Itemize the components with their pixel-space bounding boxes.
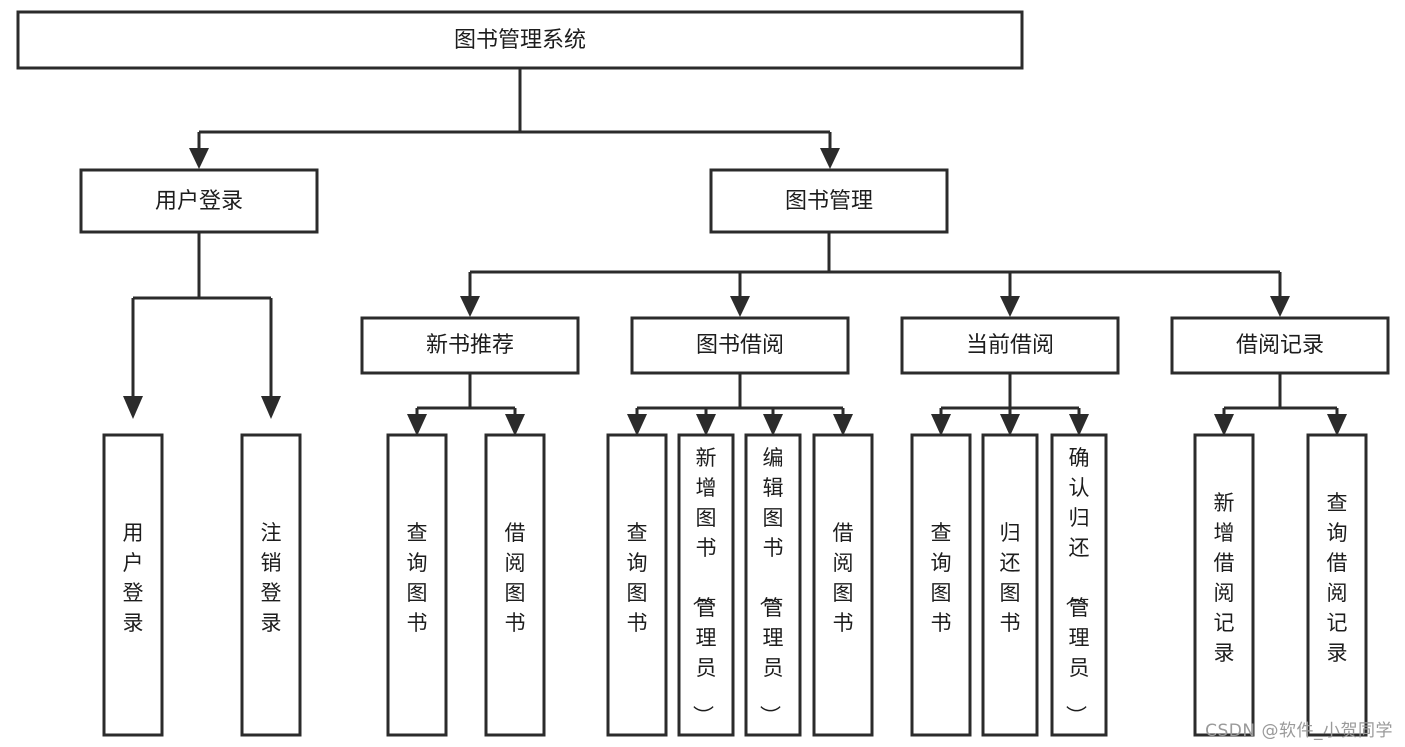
leaf-node-query-book-recommend[interactable]: 查询图书 [386,433,448,737]
node-new-book-recommend[interactable]: 新书推荐 [360,316,580,375]
node-box [79,168,319,234]
node-box [386,433,448,737]
arrow-head-icon [1000,414,1020,436]
connector-user-login-to-leaves [123,233,281,419]
leaf-label: 注销登录 [261,521,282,635]
node-label: 当前借阅 [966,333,1054,358]
leaf-node-add-book-admin[interactable]: 新增图书（管理员） [677,433,735,737]
node-label: 图书管理系统 [454,28,586,53]
leaf-label: 查询图书 [931,521,952,635]
leaf-node-confirm-return-admin[interactable]: 确认归还（管理员） [1050,433,1108,737]
arrow-head-icon [123,396,143,419]
leaf-label: 查询图书 [407,521,428,635]
node-box [1193,433,1255,737]
leaf-node-query-book-current[interactable]: 查询图书 [910,433,972,737]
leaf-node-query-borrow-record[interactable]: 查询借阅记录 [1306,433,1368,737]
leaf-label: 新增图书（管理员） [691,446,717,726]
node-label: 新书推荐 [426,333,514,358]
connector-new-book-to-leaves [407,374,525,436]
node-box [1170,316,1390,375]
leaf-label: 用户登录 [123,521,144,635]
arrow-head-icon [1270,296,1290,317]
leaf-node-borrow-book-recommend[interactable]: 借阅图书 [484,433,546,737]
node-root-book-management-system[interactable]: 图书管理系统 [16,10,1024,70]
leaf-label: 借阅图书 [833,521,854,635]
node-box [1050,433,1108,737]
leaf-label: 确认归还（管理员） [1064,446,1090,726]
arrow-head-icon [1069,414,1089,436]
leaf-label: 新增借阅记录 [1214,491,1235,665]
connector-root-to-level2 [189,69,840,169]
arrow-head-icon [730,296,750,317]
connector-book-borrow-to-leaves [627,374,853,436]
leaf-label: 归还图书 [1000,521,1021,635]
node-user-login[interactable]: 用户登录 [79,168,319,234]
arrow-head-icon [820,148,840,169]
arrow-head-icon [189,148,209,169]
node-box [102,433,164,737]
node-box [16,10,1024,70]
arrow-head-icon [931,414,951,436]
connector-borrow-record-to-leaves [1214,374,1347,436]
arrow-head-icon [460,296,480,317]
node-box [484,433,546,737]
arrow-head-icon [696,414,716,436]
node-book-management[interactable]: 图书管理 [709,168,949,234]
node-box [1306,433,1368,737]
arrow-head-icon [627,414,647,436]
node-label: 用户登录 [155,189,243,214]
connector-current-borrow-to-leaves [931,374,1089,436]
arrow-head-icon [763,414,783,436]
arrow-head-icon [261,396,281,419]
node-borrow-record[interactable]: 借阅记录 [1170,316,1390,375]
arrow-head-icon [1000,296,1020,317]
node-book-borrow[interactable]: 图书借阅 [630,316,850,375]
node-box [744,433,802,737]
leaf-label: 查询借阅记录 [1327,491,1348,665]
arrow-head-icon [1214,414,1234,436]
node-box [240,433,302,737]
arrow-head-icon [833,414,853,436]
connector-level2-to-level3 [460,233,1290,317]
leaf-node-add-borrow-record[interactable]: 新增借阅记录 [1193,433,1255,737]
node-box [630,316,850,375]
leaf-node-edit-book-admin[interactable]: 编辑图书（管理员） [744,433,802,737]
leaf-label: 借阅图书 [505,521,526,635]
leaf-node-return-book[interactable]: 归还图书 [981,433,1039,737]
leaf-node-borrow-book[interactable]: 借阅图书 [812,433,874,737]
leaf-label: 编辑图书（管理员） [758,446,784,726]
node-current-borrow[interactable]: 当前借阅 [900,316,1120,375]
node-box [709,168,949,234]
leaf-node-query-book-borrow[interactable]: 查询图书 [606,433,668,737]
arrow-head-icon [1327,414,1347,436]
node-box [900,316,1120,375]
node-box [812,433,874,737]
node-label: 图书借阅 [696,333,784,358]
node-box [360,316,580,375]
arrow-head-icon [407,414,427,436]
node-label: 图书管理 [785,189,873,214]
node-box [606,433,668,737]
arrow-head-icon [505,414,525,436]
node-box [981,433,1039,737]
leaf-node-logout[interactable]: 注销登录 [240,433,302,737]
leaf-label: 查询图书 [627,521,648,635]
leaf-node-user-login[interactable]: 用户登录 [102,433,164,737]
node-box [677,433,735,737]
node-label: 借阅记录 [1236,333,1324,358]
node-box [910,433,972,737]
